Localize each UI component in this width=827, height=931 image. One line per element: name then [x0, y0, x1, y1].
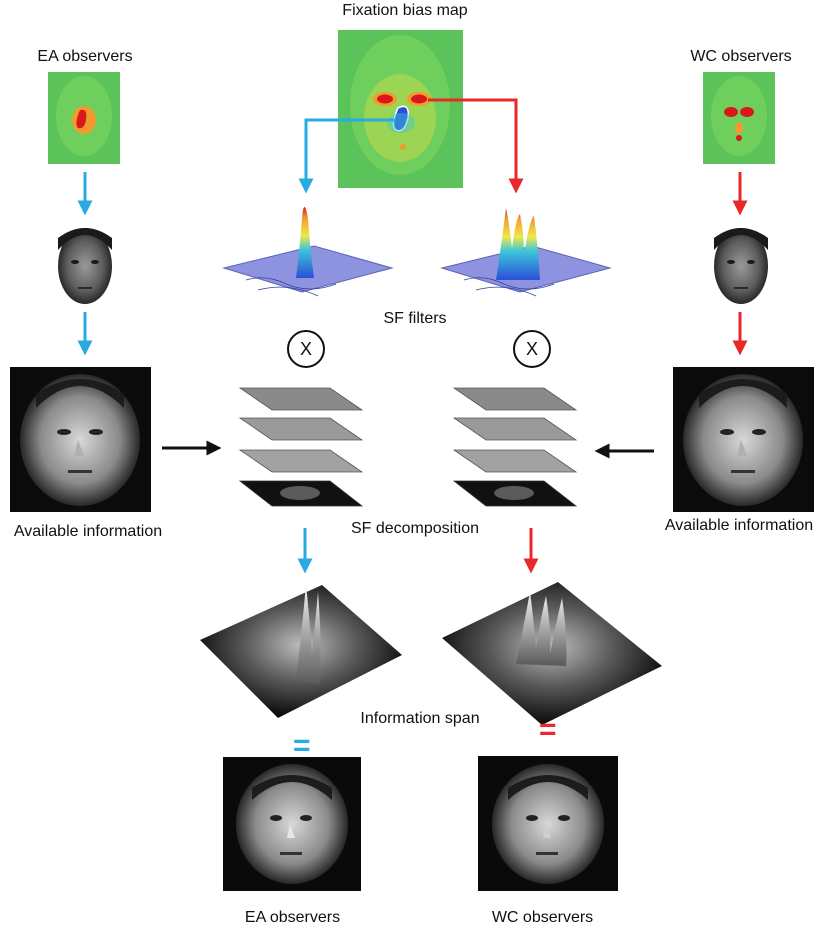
fixation-bias-map	[338, 30, 463, 188]
wc-face-small	[710, 227, 772, 307]
available-information-left-label: Available information	[13, 523, 163, 540]
wc-heatmap-small	[703, 72, 775, 164]
information-span-label: Information span	[360, 710, 480, 727]
ea-result-face	[223, 757, 361, 891]
ea-face-small	[54, 227, 116, 307]
wc-information-span-surface	[442, 582, 662, 725]
equals-right-symbol: =	[539, 713, 557, 746]
ea-information-span-surface	[200, 584, 402, 718]
fixation-bias-map-label: Fixation bias map	[342, 2, 468, 19]
equals-left-symbol: =	[293, 729, 311, 762]
sf-decomposition-label: SF decomposition	[350, 520, 480, 537]
ea-observers-bottom-label: EA observers	[244, 909, 341, 926]
wc-arrows	[428, 98, 748, 574]
ea-arrows	[77, 118, 396, 574]
sf-filters-label: SF filters	[383, 310, 447, 327]
ea-available-information-image	[10, 367, 151, 512]
ea-observers-top-label: EA observers	[37, 48, 133, 65]
wc-available-information-image	[673, 367, 814, 512]
neutral-arrows	[162, 440, 654, 459]
wc-result-face	[478, 756, 618, 891]
wc-observers-top-label: WC observers	[690, 48, 792, 65]
available-information-right-label: Available information	[664, 517, 814, 534]
wc-observers-bottom-label: WC observers	[491, 909, 594, 926]
ea-sf-decomposition-stack	[238, 387, 364, 507]
multiply-right-symbol: X	[513, 330, 551, 368]
ea-sf-filter	[222, 207, 394, 297]
wc-sf-filter	[440, 208, 612, 297]
wc-sf-decomposition-stack	[452, 387, 578, 507]
multiply-left-symbol: X	[287, 330, 325, 368]
ea-heatmap-small	[48, 72, 120, 164]
